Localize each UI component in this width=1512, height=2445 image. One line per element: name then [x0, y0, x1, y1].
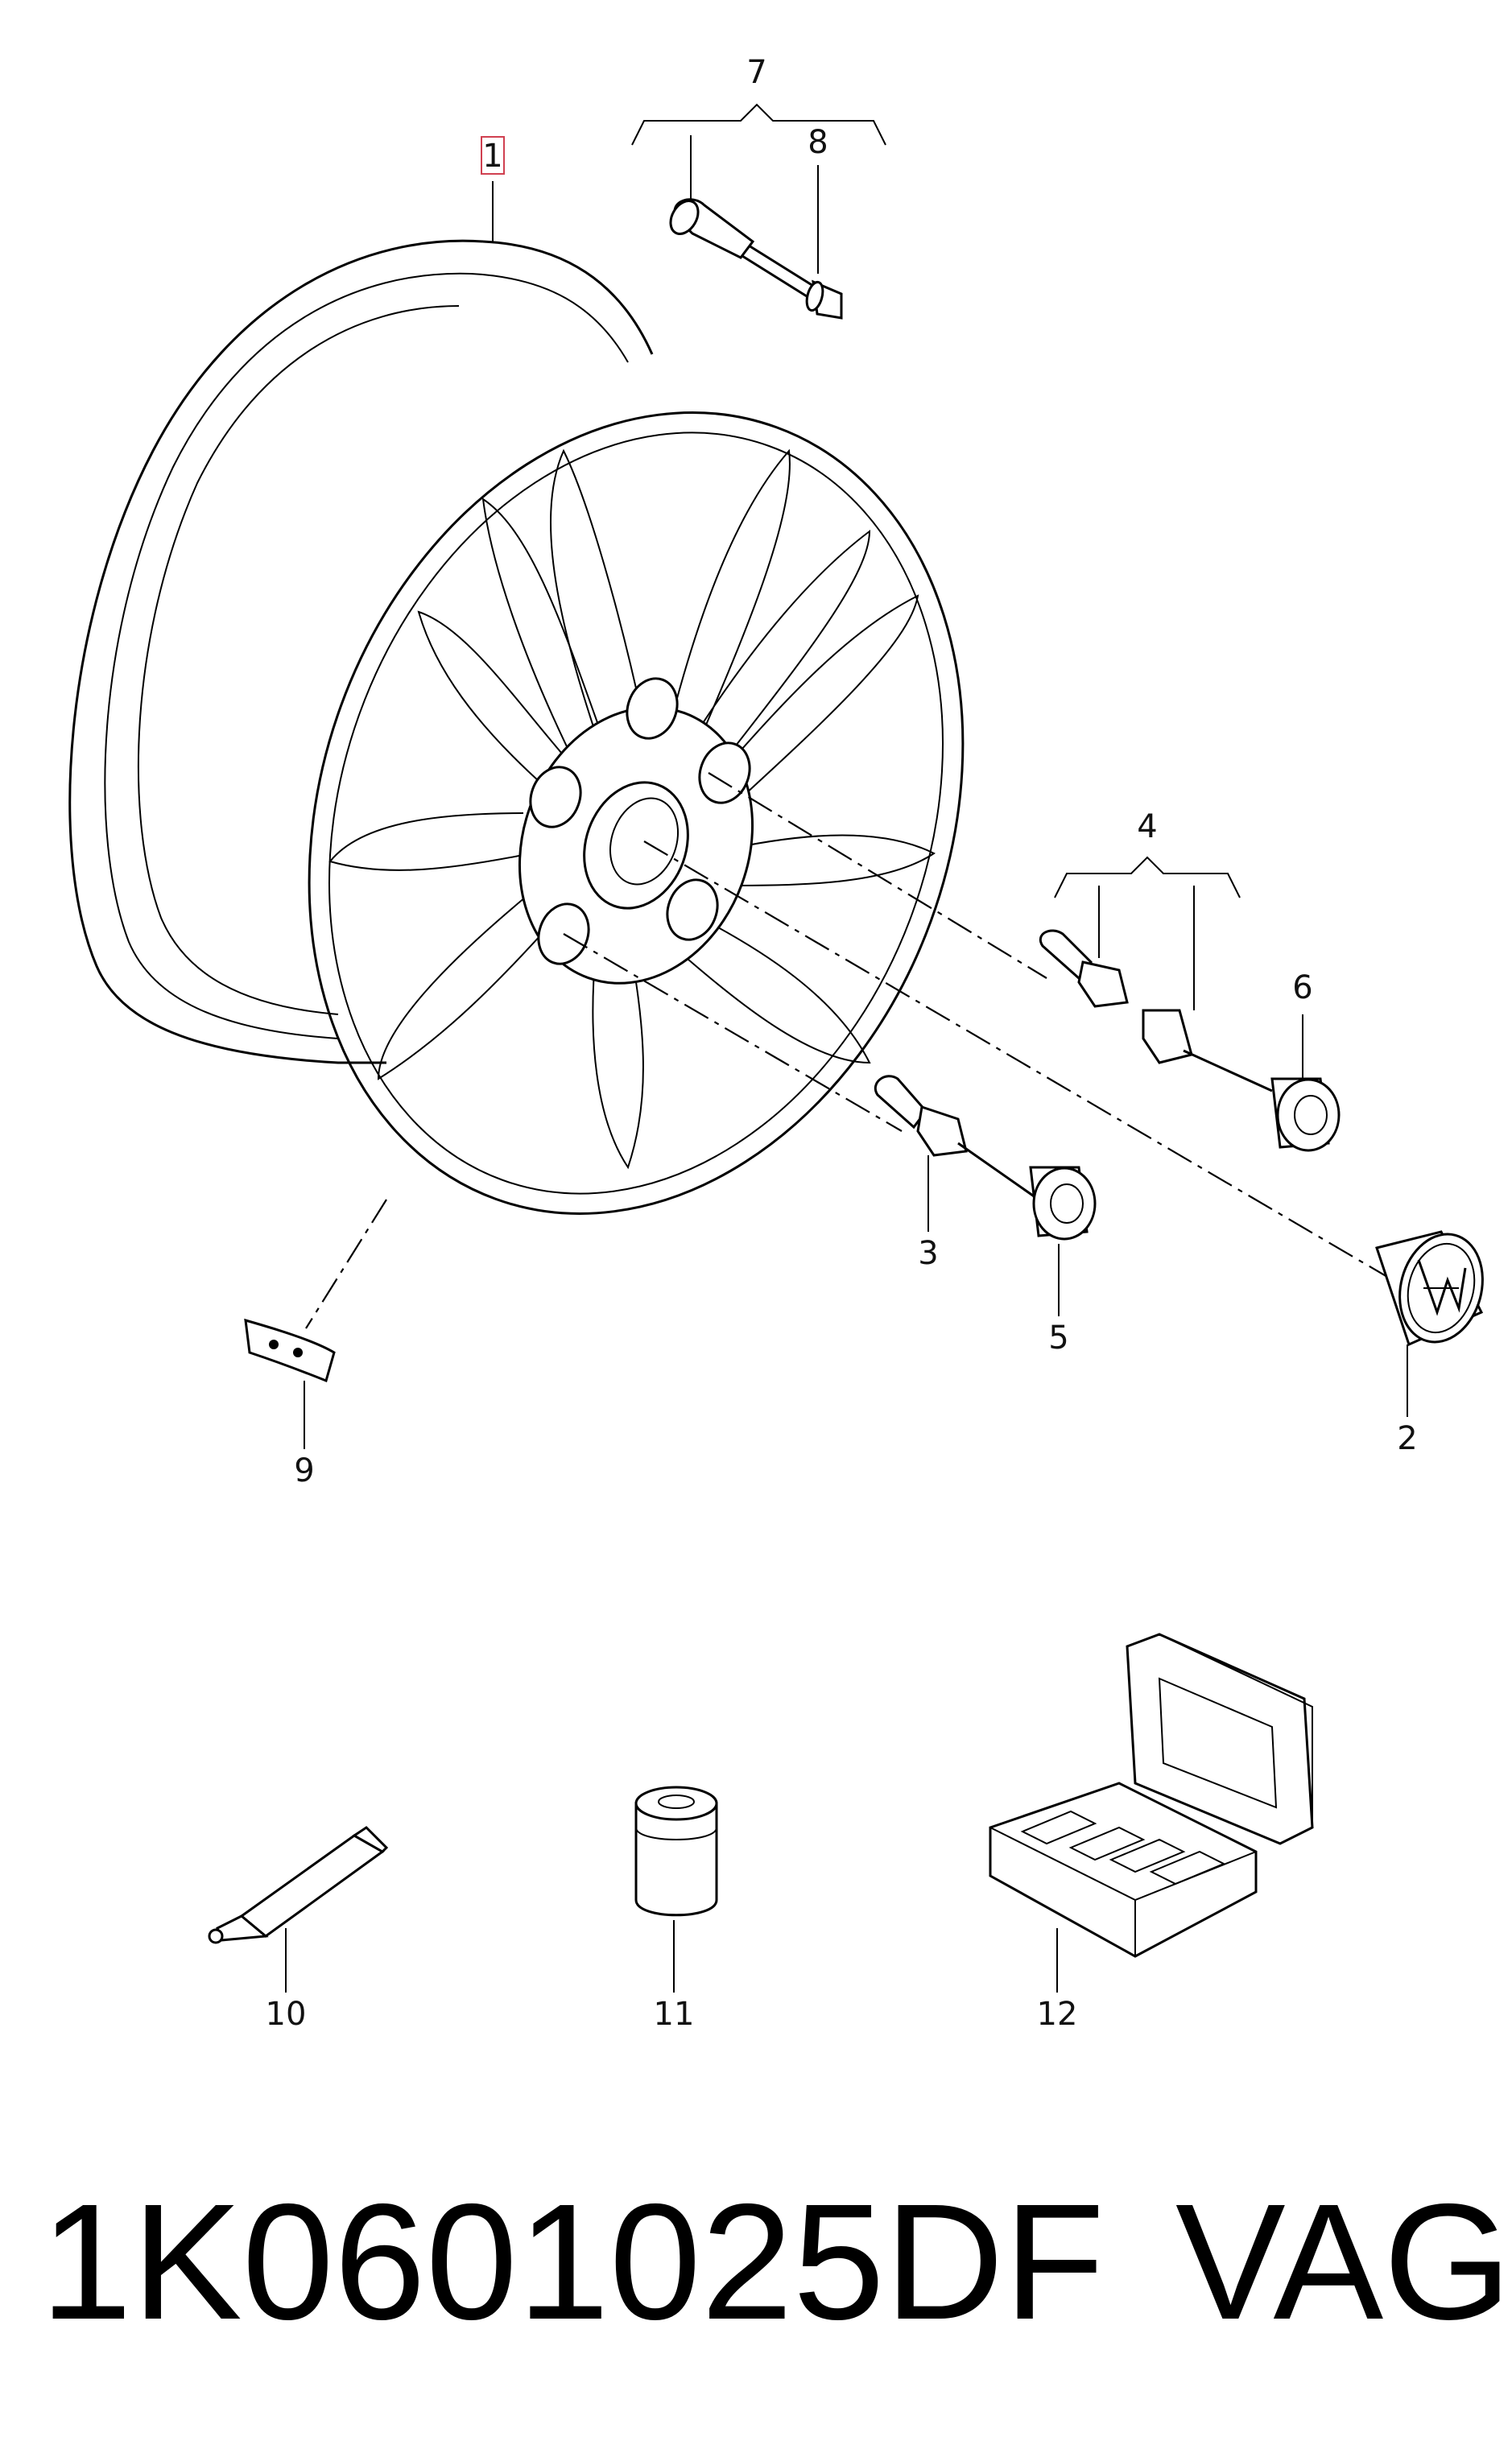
tool-case	[989, 1633, 1314, 1958]
callout-9: 9	[294, 1452, 314, 1489]
callout-6: 6	[1292, 969, 1312, 1006]
alloy-wheel-rim	[68, 239, 965, 1215]
anti-theft-bolt	[1039, 929, 1129, 1008]
callout-1-highlight	[481, 136, 505, 175]
lubricant-tube	[208, 1826, 389, 1944]
center-hub-cap	[1375, 1230, 1484, 1347]
wheel-bolt-3	[874, 1075, 1039, 1201]
leader-lines	[285, 103, 1408, 1993]
part-number: 1K0601025DF	[40, 2170, 1105, 2354]
bolt-cap-6	[1270, 1077, 1341, 1152]
assembly-guide-lines	[305, 772, 1394, 1329]
callout-3: 3	[918, 1235, 938, 1272]
valve-stem	[669, 198, 814, 298]
callout-labels: 1 2 3 4 5 6 7 8 9 10 11 12	[266, 54, 1418, 2033]
callout-5: 5	[1048, 1320, 1068, 1357]
grease-can	[634, 1786, 718, 1917]
callout-8: 8	[808, 124, 828, 161]
callout-7: 7	[746, 54, 766, 91]
callout-1: 1	[482, 138, 502, 175]
wheel-spokes	[328, 448, 936, 1170]
brand-label: VAG	[1175, 2170, 1512, 2354]
callout-12: 12	[1037, 1996, 1078, 2033]
anti-theft-adapter	[1142, 1009, 1273, 1092]
valve-cap	[805, 279, 843, 320]
balance-weight	[244, 1318, 336, 1383]
callout-10: 10	[266, 1996, 307, 2033]
callout-11: 11	[654, 1996, 695, 2033]
callout-4: 4	[1137, 808, 1157, 845]
bolt-cap-5	[1029, 1166, 1097, 1241]
callout-2: 2	[1397, 1420, 1417, 1457]
